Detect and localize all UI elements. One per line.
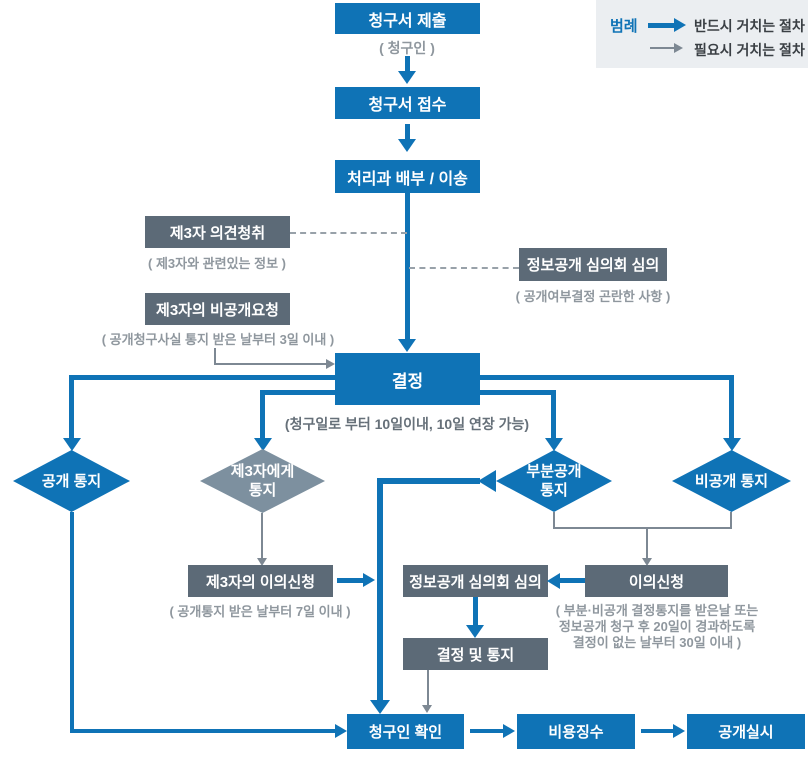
connector-third-objection-join xyxy=(337,578,363,583)
node-receive: 청구서 접수 xyxy=(335,87,480,119)
legend-item-optional: 필요시 거치는 절차 xyxy=(694,42,805,58)
connector-confirm-fee xyxy=(470,729,503,733)
connector-decision-closed xyxy=(729,375,734,438)
connector-receive-assign xyxy=(405,124,410,140)
arrowhead-icon xyxy=(673,724,685,738)
note-objection-line: 결정이 없는 날부터 30일 이내 ) xyxy=(572,635,742,650)
blue-arrow-icon xyxy=(648,23,674,28)
gray-arrowhead-icon xyxy=(422,705,432,713)
connector-committee-decision-notice xyxy=(473,597,478,625)
notice-partial-label: 부분공개 xyxy=(526,463,582,480)
arrowhead-icon xyxy=(503,724,515,738)
node-third-party-opinion: 제3자 의견청취 xyxy=(145,216,290,248)
connector-decision-partial xyxy=(480,390,556,395)
note-decision: (청구일로 부터 10일이내, 10일 연장 가능) xyxy=(284,416,530,432)
notice-third-label: 제3자에게 xyxy=(230,463,295,480)
node-third-party-private-request: 제3자의 비공개요청 xyxy=(145,293,290,325)
connector-merge xyxy=(553,527,732,529)
node-requester-confirm: 청구인 확인 xyxy=(347,714,464,749)
arrowhead-icon xyxy=(398,71,416,84)
note-committee-review-top: ( 공개여부결정 곤란한 사항 ) xyxy=(515,289,671,304)
gray-arrowhead-icon xyxy=(642,558,652,566)
note-objection-line: 정보공개 청구 후 20일이 경과하도록 xyxy=(558,619,756,634)
connector-closed-merge xyxy=(730,512,732,529)
arrowhead-icon xyxy=(254,438,272,451)
arrowhead-icon xyxy=(547,573,560,589)
arrowhead-icon xyxy=(63,438,81,451)
connector-decision-open xyxy=(69,375,74,438)
connector-merge-objection xyxy=(646,529,648,558)
connector-private-request-decision xyxy=(214,348,216,365)
note-third-party-private-request: ( 공개청구사실 통지 받은 날부터 3일 이내 ) xyxy=(101,332,335,347)
arrowhead-icon xyxy=(370,700,390,714)
gray-arrow-icon xyxy=(650,47,674,49)
note-objection-line: ( 부분·비공개 결정통지를 받은날 또는 xyxy=(555,603,759,618)
node-decision: 결정 xyxy=(335,353,480,405)
node-notice-third-party: 제3자에게 통지 xyxy=(200,449,325,513)
connector-fee-disclosure xyxy=(641,729,673,733)
connector-partial-confirm xyxy=(377,478,383,700)
arrowhead-icon xyxy=(723,438,741,451)
notice-partial-label: 통지 xyxy=(540,482,568,499)
node-objection: 이의신청 xyxy=(585,565,728,597)
note-third-party-objection: ( 공개통지 받은 날부터 7일 이내 ) xyxy=(169,604,351,619)
gray-arrowhead-icon xyxy=(257,558,267,566)
arrowhead-icon xyxy=(398,339,416,352)
connector-private-request-decision xyxy=(214,363,326,365)
node-notice-open: 공개 통지 xyxy=(13,450,130,512)
arrowhead-icon xyxy=(478,470,496,492)
notice-closed-label: 비공개 통지 xyxy=(694,472,769,490)
node-notice-closed: 비공개 통지 xyxy=(672,450,791,512)
connector-open-confirm xyxy=(70,512,74,731)
node-assign: 처리과 배부 / 이송 xyxy=(335,160,480,193)
note-submit: ( 청구인 ) xyxy=(379,40,435,56)
connector-third-objection xyxy=(261,513,263,558)
notice-third-label: 통지 xyxy=(248,482,277,499)
connector-objection-committee xyxy=(560,578,585,583)
legend-panel: 범례 반드시 거치는 절차 필요시 거치는 절차 xyxy=(596,0,808,68)
arrowhead-icon xyxy=(363,573,375,587)
gray-arrowhead-icon xyxy=(326,359,335,369)
connector-decision-open xyxy=(69,375,335,380)
node-third-party-objection: 제3자의 이의신청 xyxy=(188,565,333,597)
node-committee-review-mid: 정보공개 심의회 심의 xyxy=(403,565,548,597)
node-decision-and-notice: 결정 및 통지 xyxy=(403,638,548,670)
connector-open-confirm xyxy=(70,729,335,733)
notice-open-label: 공개 통지 xyxy=(41,472,102,490)
connector-decision-closed xyxy=(480,375,734,380)
legend-title: 범례 xyxy=(610,18,638,35)
blue-arrowhead-icon xyxy=(674,18,686,32)
connector-partial-merge xyxy=(553,512,555,529)
gray-arrowhead-icon xyxy=(674,43,683,53)
node-notice-partial: 부분공개 통지 xyxy=(496,450,612,512)
connector-decision-third xyxy=(260,390,265,438)
arrowhead-icon xyxy=(545,438,563,451)
arrowhead-icon xyxy=(466,625,484,638)
node-disclosure: 공개실시 xyxy=(687,714,805,749)
connector-decision-third xyxy=(260,390,335,395)
connector-decision-notice-confirm xyxy=(427,670,429,705)
node-fee-collection: 비용징수 xyxy=(517,714,635,749)
dashed-connector-opinion xyxy=(290,232,407,234)
connector-assign-decision xyxy=(405,193,410,339)
note-third-party-opinion: ( 제3자와 관련있는 정보 ) xyxy=(148,256,286,271)
node-committee-review-top: 정보공개 심의회 심의 xyxy=(519,248,667,281)
arrowhead-icon xyxy=(335,724,347,738)
arrowhead-icon xyxy=(398,139,416,152)
legend-item-required: 반드시 거치는 절차 xyxy=(694,18,805,34)
dashed-connector-committee xyxy=(409,267,519,269)
connector-partial-confirm xyxy=(380,478,480,484)
node-submit: 청구서 제출 xyxy=(335,3,480,34)
note-objection: ( 부분·비공개 결정통지를 받은날 또는 정보공개 청구 후 20일이 경과하… xyxy=(507,603,807,651)
connector-decision-partial xyxy=(551,390,556,438)
connector-submit-receive xyxy=(405,56,410,72)
